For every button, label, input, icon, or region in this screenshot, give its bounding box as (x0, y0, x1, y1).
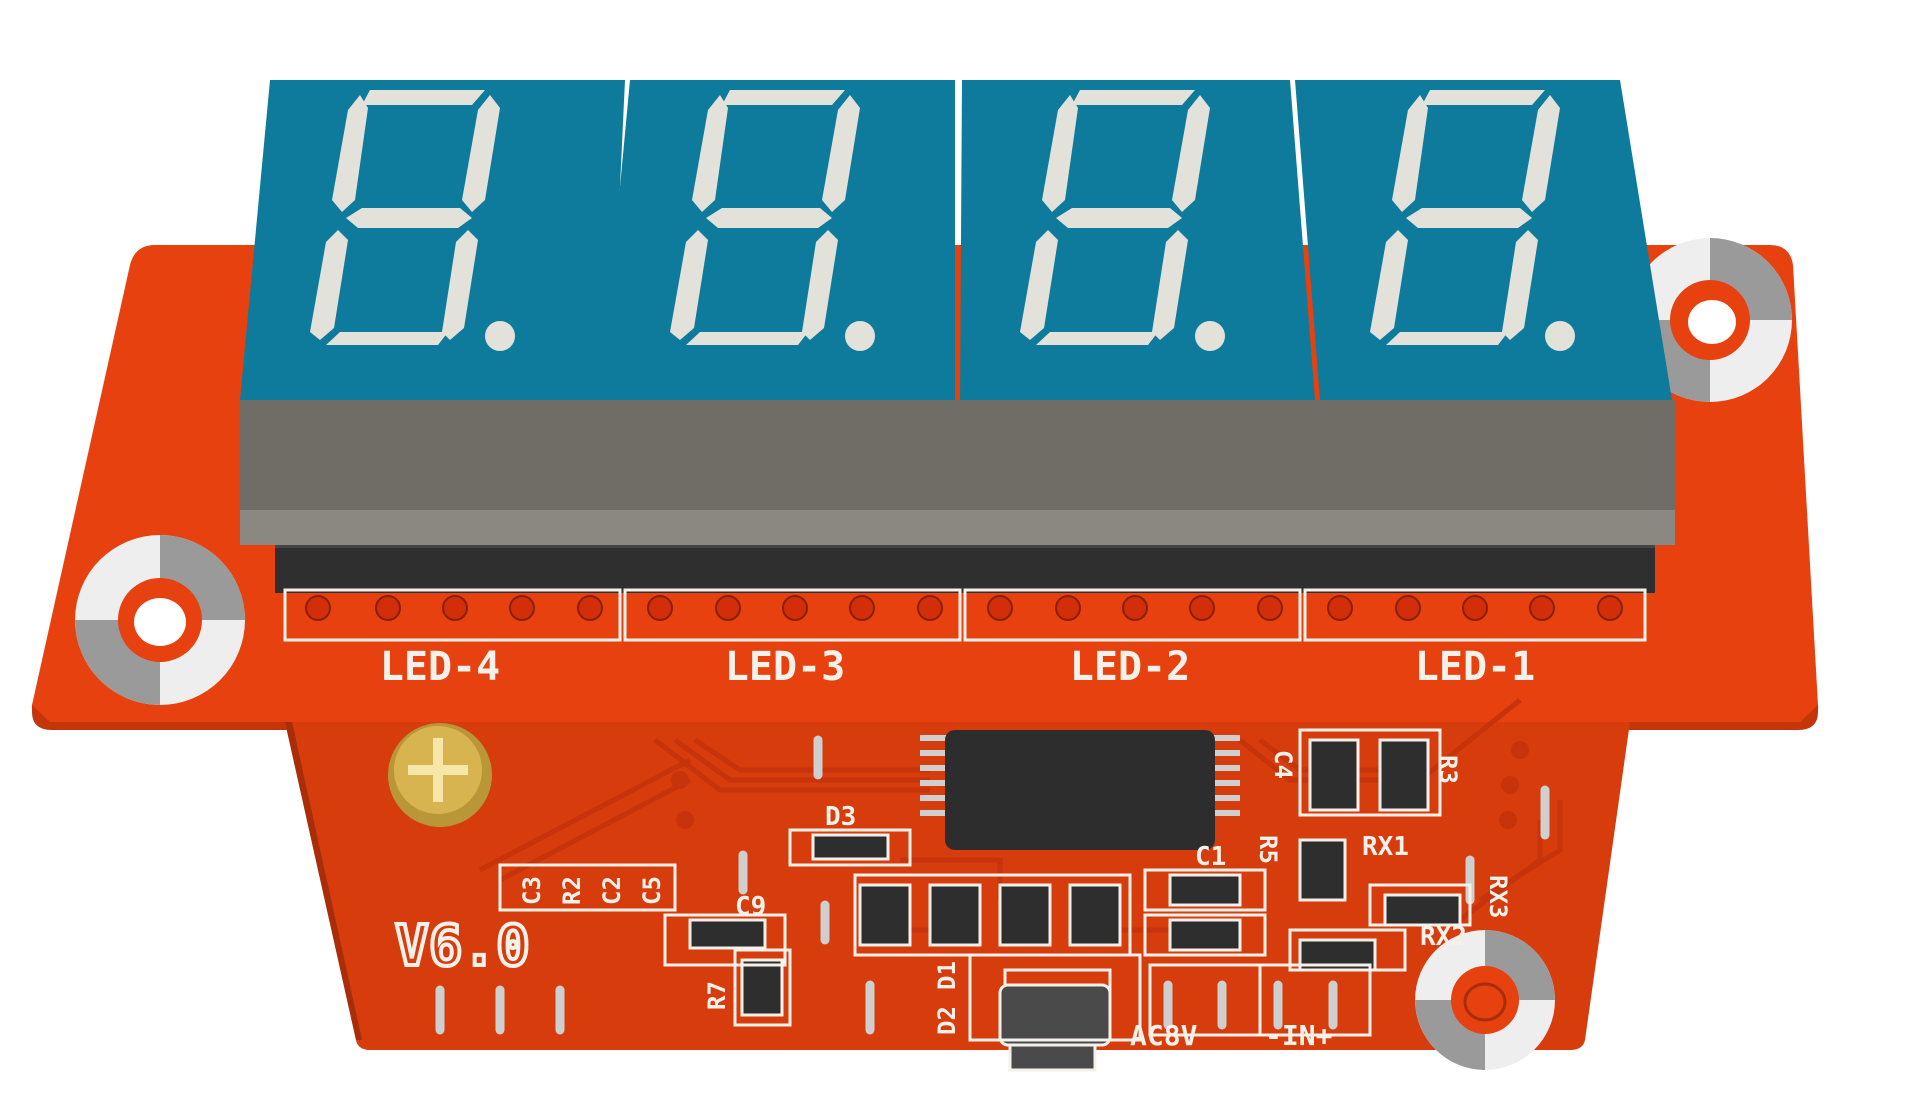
label-c4: C4 (1269, 750, 1297, 779)
label-r5: R5 (1254, 835, 1282, 864)
label-c9: C9 (735, 892, 766, 922)
label-d2: D2 (933, 1006, 961, 1035)
label-c5: C5 (638, 876, 666, 905)
display-module-3 (595, 80, 960, 545)
display-labels: LED-4 LED-3 LED-2 LED-1 (380, 644, 1535, 690)
label-rx2: RX2 (1420, 922, 1467, 952)
smd-components (688, 738, 1462, 1072)
label-d1: D1 (933, 961, 961, 990)
label-c1: C1 (1195, 842, 1226, 872)
version-label: V6.0 (395, 914, 530, 979)
display-module-2 (955, 80, 1315, 545)
label-d3: D3 (825, 802, 856, 832)
label-led-3: LED-3 (725, 644, 845, 690)
label-r3: R3 (1434, 755, 1462, 784)
label-c2: C2 (598, 876, 626, 905)
mount-hole-left (75, 535, 245, 705)
pin-header (275, 538, 1655, 642)
label-r2: R2 (558, 876, 586, 905)
display-module-4 (240, 80, 625, 545)
label-rx1: RX1 (1362, 832, 1409, 862)
label-c3: C3 (518, 876, 546, 905)
silkscreen-labels: V6.0 D3 C9 C3 R2 C2 C5 R7 D1 D2 C1 R5 C4… (393, 750, 1512, 1052)
label-led-1: LED-1 (1415, 644, 1535, 690)
mount-hole-bottom (1415, 930, 1555, 1070)
label-led-2: LED-2 (1070, 644, 1190, 690)
label-r7: R7 (703, 981, 731, 1010)
silkscreen-frames (498, 728, 1472, 1042)
ic-chip (920, 730, 1240, 850)
label-rx3: RX3 (1484, 875, 1512, 918)
display-module-1 (1295, 80, 1675, 545)
label-led-4: LED-4 (380, 644, 500, 690)
brass-trimmer-screw (388, 723, 492, 827)
